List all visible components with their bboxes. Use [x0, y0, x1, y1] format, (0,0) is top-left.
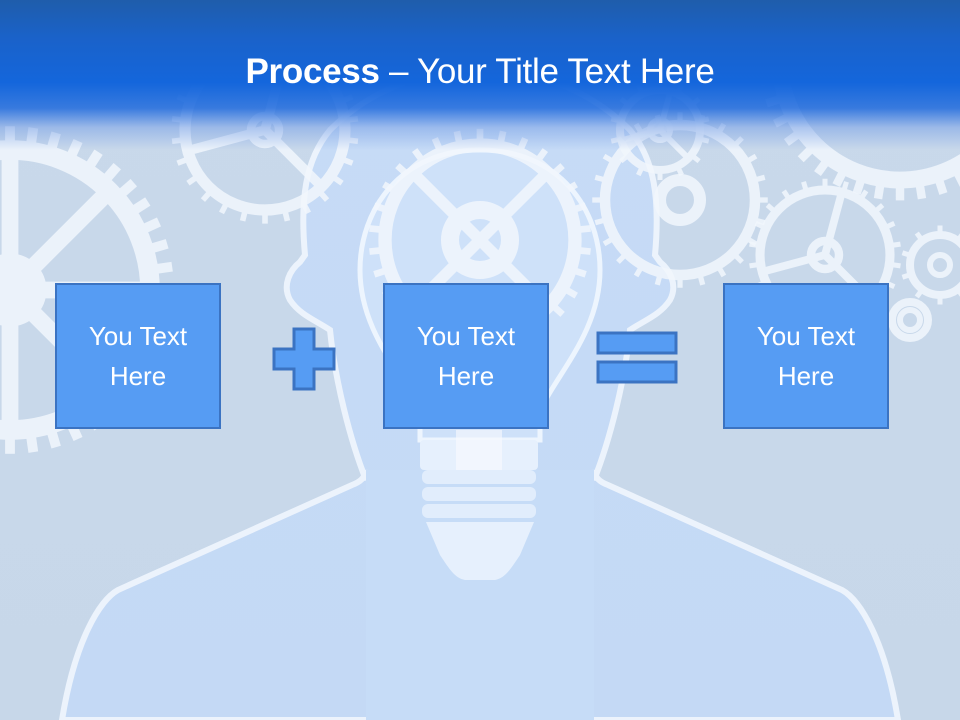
process-box-2[interactable]: You Text Here: [383, 283, 549, 429]
box-3-line-1: You Text: [756, 321, 856, 351]
title-bold: Process: [245, 52, 380, 91]
equals-icon: [596, 331, 678, 384]
process-box-3[interactable]: You Text Here: [723, 283, 889, 429]
box-1-line-1: You Text: [88, 321, 188, 351]
box-2-line-2: Here: [437, 361, 495, 391]
slide-title: Process – Your Title Text Here: [0, 52, 960, 92]
header-bar: Process – Your Title Text Here: [0, 0, 960, 150]
title-rest: – Your Title Text Here: [379, 52, 715, 91]
box-3-line-2: Here: [777, 361, 835, 391]
plus-icon: [272, 327, 336, 391]
process-box-1[interactable]: You Text Here: [55, 283, 221, 429]
box-1-line-2: Here: [109, 361, 167, 391]
box-2-line-1: You Text: [416, 321, 516, 351]
